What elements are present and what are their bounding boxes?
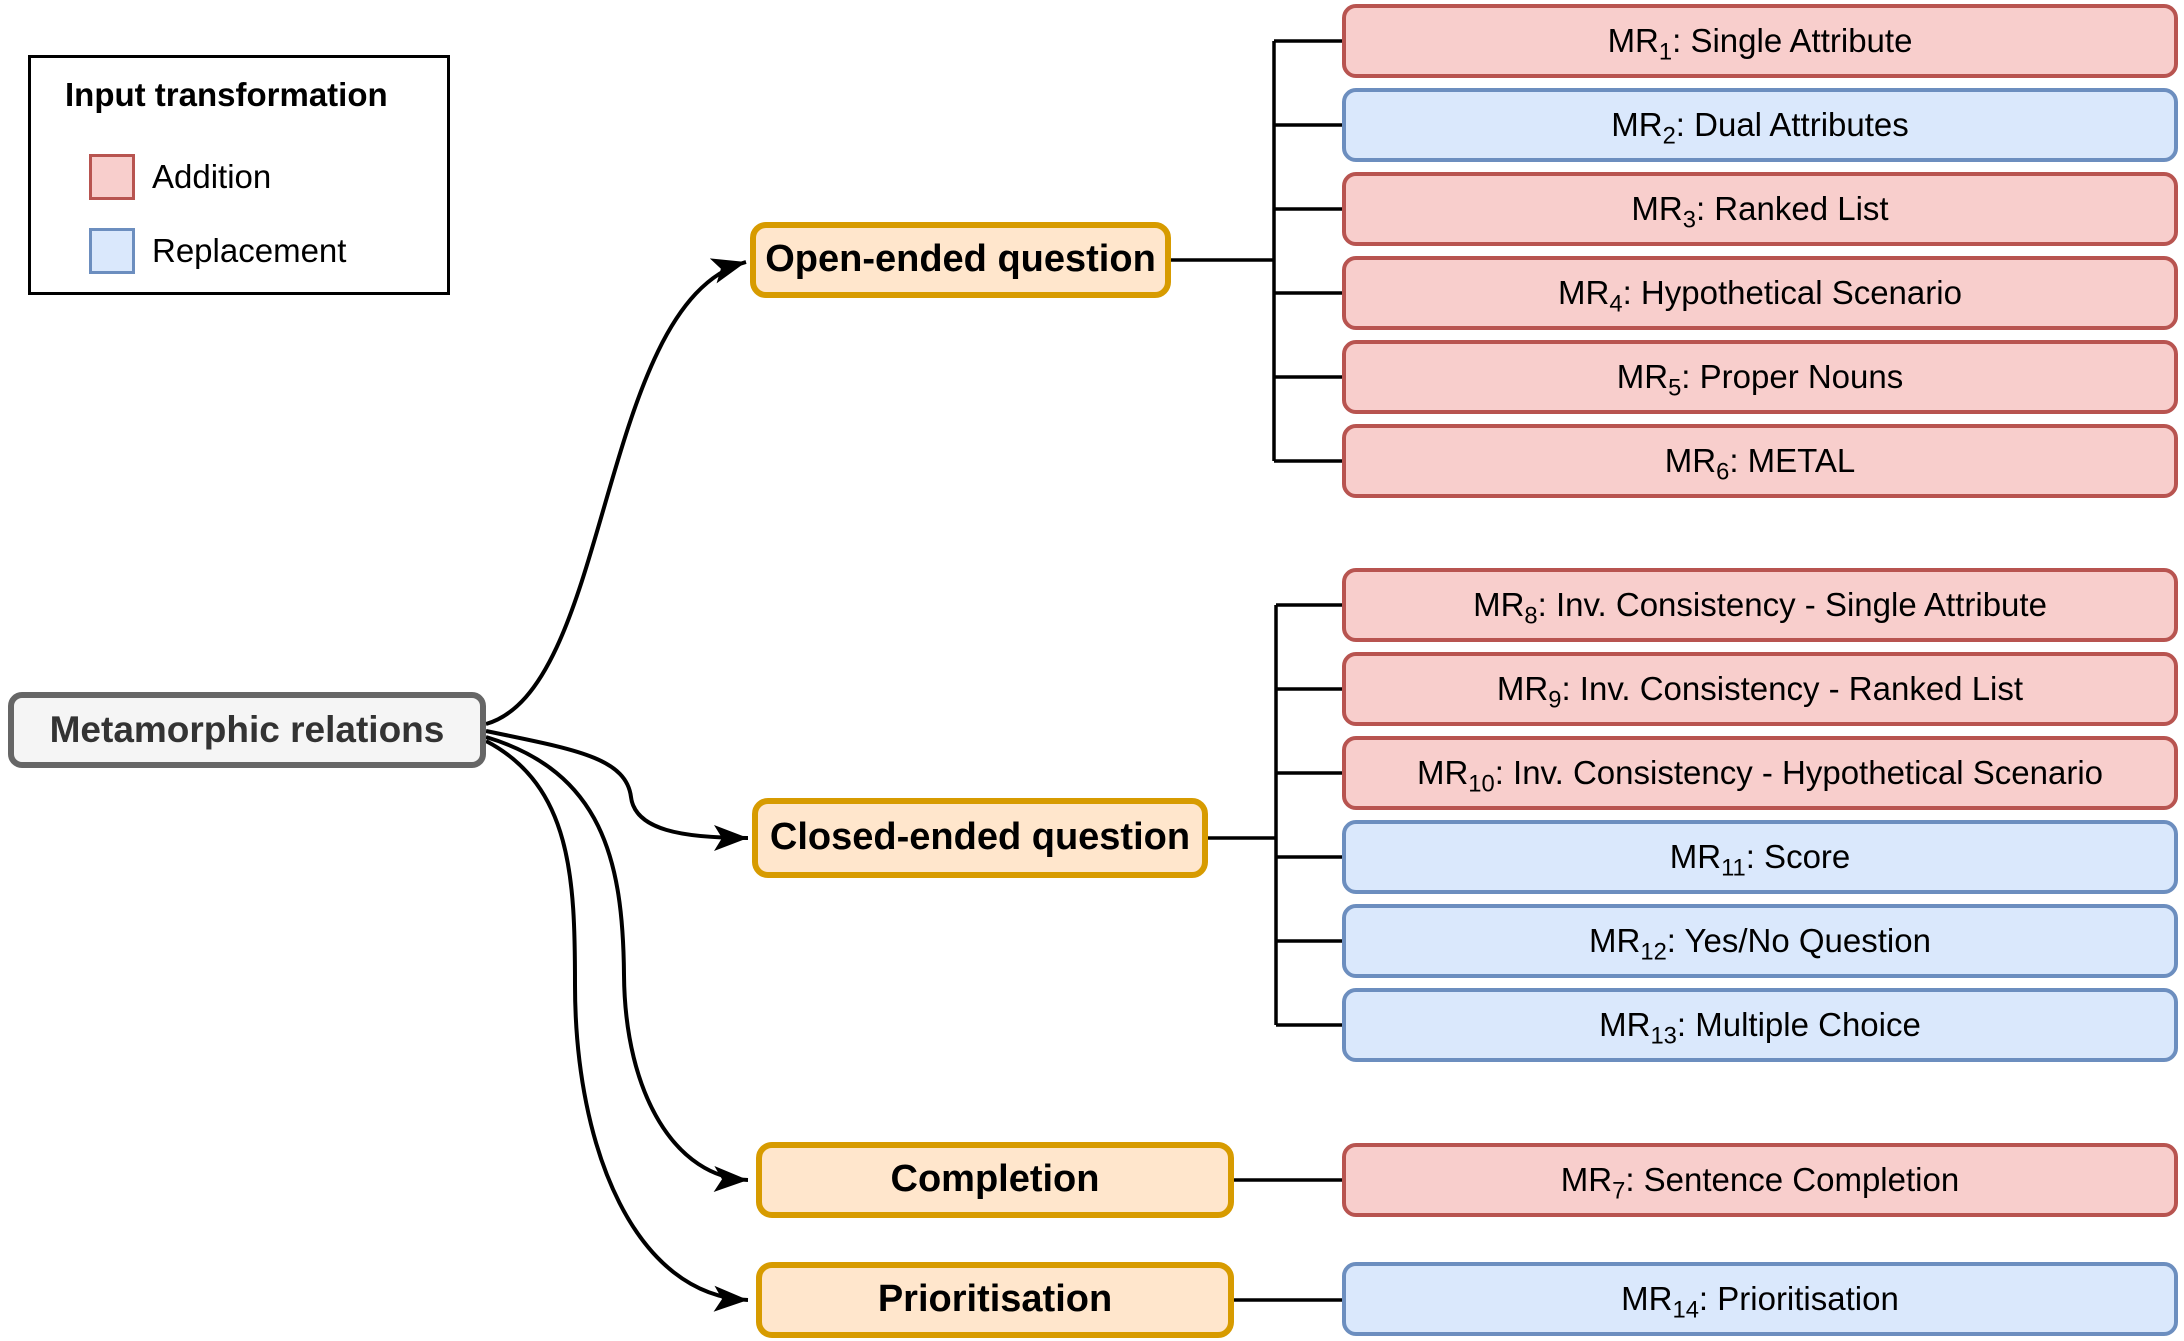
mr3-label: MR3: Ranked List [1631,189,1889,232]
mr7-label: MR7: Sentence Completion [1560,1160,1960,1203]
arrow-root-to-prioritisation [485,739,749,1312]
mr-description: : Inv. Consistency - Hypothetical Scenar… [1494,753,2104,791]
node-mr11-score: MR11: Score [1342,820,2178,894]
mr-subscript: 6 [1716,458,1730,486]
mr-subscript: 2 [1662,122,1676,150]
node-mr7-sentence-completion: MR7: Sentence Completion [1342,1143,2178,1217]
node-mr12-yes-no-question: MR12: Yes/No Question [1342,904,2178,978]
mr-subscript: 14 [1672,1296,1699,1324]
mr-subscript: 5 [1668,374,1682,402]
mr-prefix: MR [1621,1279,1673,1317]
mr-subscript: 10 [1468,770,1495,798]
mr-subscript: 11 [1721,854,1746,882]
mr-description: : Inv. Consistency - Ranked List [1561,669,2024,707]
legend-item-addition: Addition [89,154,271,200]
node-mr9-inv-consistency-ranked-list: MR9: Inv. Consistency - Ranked List [1342,652,2178,726]
mr-subscript: 1 [1658,38,1673,66]
node-completion: Completion [756,1142,1234,1218]
mr10-label: MR10: Inv. Consistency - Hypothetical Sc… [1416,753,2104,796]
mr-description: : Yes/No Question [1666,921,1931,959]
connector-open-ended-tree [1171,39,1342,463]
mr-description: : METAL [1729,441,1856,479]
node-mr2-dual-attributes: MR2: Dual Attributes [1342,88,2178,162]
mr-prefix: MR [1616,357,1669,395]
legend-title: Input transformation [65,76,388,113]
mr-description: : Multiple Choice [1676,1005,1921,1043]
node-mr8-inv-consistency-single-attribute: MR8: Inv. Consistency - Single Attribute [1342,568,2178,642]
node-mr13-multiple-choice: MR13: Multiple Choice [1342,988,2178,1062]
mr-subscript: 8 [1524,602,1538,630]
mr-prefix: MR [1611,105,1663,143]
mr12-label: MR12: Yes/No Question [1589,921,1931,964]
mr1-label: MR1: Single Attribute [1607,21,1913,64]
node-mr3-ranked-list: MR3: Ranked List [1342,172,2178,246]
mr-description: : Ranked List [1695,189,1889,227]
mr-prefix: MR [1589,921,1641,959]
mr-description: : Inv. Consistency - Single Attribute [1537,585,2047,623]
connector-closed-ended-tree [1208,603,1342,1027]
node-closed-ended-question: Closed-ended question [752,798,1208,878]
mr14-label: MR14: Prioritisation [1621,1279,1899,1322]
mr8-label: MR8: Inv. Consistency - Single Attribute [1473,585,2047,628]
mr-prefix: MR [1664,441,1717,479]
mr-subscript: 13 [1650,1022,1677,1050]
node-mr10-inv-consistency-hypothetical-scenario: MR10: Inv. Consistency - Hypothetical Sc… [1342,736,2178,810]
mr13-label: MR13: Multiple Choice [1599,1005,1921,1048]
replacement-color-swatch [89,228,135,274]
arrow-root-to-completion [485,735,749,1193]
mr-prefix: MR [1558,273,1610,311]
mr-prefix: MR [1599,1005,1651,1043]
arrow-root-to-open-ended [485,258,747,726]
mr-prefix: MR [1669,837,1722,875]
mr-prefix: MR [1607,21,1659,59]
mr-subscript: 9 [1548,686,1562,714]
mr-description: : Score [1745,837,1851,875]
node-metamorphic-relations: Metamorphic relations [8,692,486,768]
mr-prefix: MR [1416,753,1469,791]
node-open-ended-question: Open-ended question [750,222,1171,298]
legend-label-replacement: Replacement [152,232,347,269]
node-mr14-prioritisation: MR14: Prioritisation [1342,1262,2178,1336]
node-mr6-metal: MR6: METAL [1342,424,2178,498]
node-prioritisation: Prioritisation [756,1262,1234,1338]
mr-description: : Dual Attributes [1675,105,1909,143]
mr-prefix: MR [1631,189,1683,227]
legend-item-replacement: Replacement [89,228,346,274]
mr-description: : Proper Nouns [1681,357,1904,395]
mr11-label: MR11: Score [1669,837,1851,880]
mr2-label: MR2: Dual Attributes [1611,105,1909,148]
addition-color-swatch [89,154,135,200]
mr6-label: MR6: METAL [1664,441,1856,484]
mr-description: : Sentence Completion [1625,1160,1960,1198]
mr-description: : Hypothetical Scenario [1622,273,1962,311]
mr-description: : Prioritisation [1698,1279,1899,1317]
mr4-label: MR4: Hypothetical Scenario [1558,273,1962,316]
mr-description: : Single Attribute [1672,21,1913,59]
node-mr1-single-attribute: MR1: Single Attribute [1342,4,2178,78]
mr-prefix: MR [1473,585,1525,623]
mr-subscript: 4 [1609,290,1623,318]
mr-subscript: 3 [1682,206,1696,234]
mr-subscript: 12 [1640,938,1667,966]
node-mr5-proper-nouns: MR5: Proper Nouns [1342,340,2178,414]
arrow-root-to-closed-ended [485,729,749,851]
mr-subscript: 7 [1612,1177,1626,1205]
mr-prefix: MR [1560,1160,1613,1198]
node-mr4-hypothetical-scenario: MR4: Hypothetical Scenario [1342,256,2178,330]
mr5-label: MR5: Proper Nouns [1616,357,1904,400]
legend: Input transformation Addition Replacemen… [28,55,450,295]
mr-prefix: MR [1496,669,1549,707]
mr9-label: MR9: Inv. Consistency - Ranked List [1496,669,2024,712]
legend-label-addition: Addition [152,158,272,195]
